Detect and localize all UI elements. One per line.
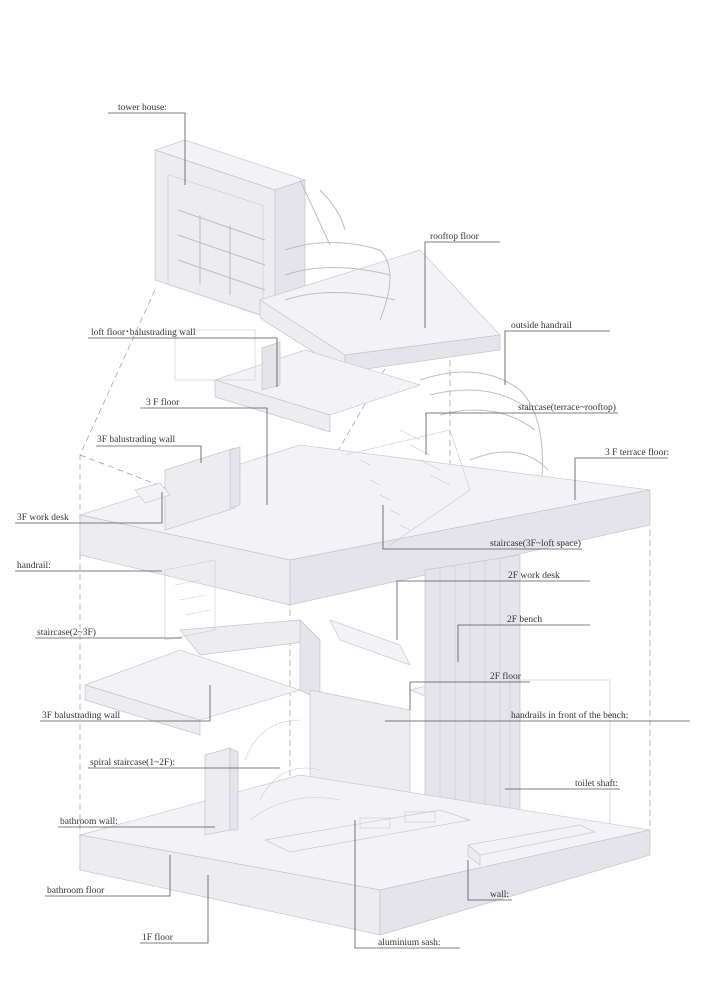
label-text: spiral staircase(1~2F): [90, 757, 175, 768]
label-text: 1F floor [142, 932, 174, 943]
rooftop-floor [259, 179, 501, 373]
label-outside-handrail: outside handrail [504, 321, 610, 385]
label-staircase-2-3f: staircase(2~3F) [35, 627, 182, 639]
label-text: 2F work desk [508, 571, 560, 581]
label-spiral-staircase: spiral staircase(1~2F): [88, 757, 280, 769]
label-text: staircase(terrace~rooftop) [518, 402, 616, 413]
label-text: aluminium sash: [378, 938, 441, 948]
label-text: handrail: [17, 561, 51, 571]
label-2f-floor: 2F floor [409, 671, 530, 710]
label-2f-work-desk: 2F work desk [396, 571, 590, 640]
label-text: bathroom wall: [60, 817, 118, 827]
label-toilet-shaft: toilet shaft: [505, 778, 620, 790]
label-wall: wall: [467, 860, 512, 901]
loft-floor [174, 329, 422, 433]
label-text: staircase(2~3F) [37, 627, 96, 638]
label-3f-floor: 3 F floor [140, 397, 268, 505]
label-3f-work-desk: 3F work desk [15, 492, 163, 524]
label-text: 2F floor [490, 671, 522, 682]
label-staircase-terrace-rooftop: staircase(terrace~rooftop) [425, 402, 618, 455]
label-bathroom-floor: bathroom floor [45, 855, 171, 897]
label-text: 2F bench [507, 615, 542, 625]
label-rooftop-floor: rooftop floor [424, 231, 500, 328]
outside-handrail-drawing [419, 371, 549, 501]
label-text: toilet shaft: [575, 778, 618, 789]
label-text: 3F balustrading wall [97, 435, 175, 445]
label-text: 3 F floor [146, 397, 180, 408]
label-text: bathroom floor [47, 885, 105, 896]
third-floor-slab [78, 429, 651, 606]
label-text: loft floor･balustrading wall [91, 327, 196, 338]
label-handrail: handrail: [15, 561, 162, 572]
label-staircase-3f-loft: staircase(3F~loft space) [382, 505, 582, 550]
label-bathroom-wall: bathroom wall: [58, 817, 215, 828]
label-tower-house: tower house: [108, 103, 186, 185]
label-aluminium-sash: aluminium sash: [354, 820, 460, 949]
label-3f-terrace-floor: 3 F terrace floor: [574, 447, 669, 500]
label-text: tower house: [118, 103, 167, 113]
label-text: staircase(3F~loft space) [490, 538, 581, 549]
label-2f-bench: 2F bench [457, 615, 590, 662]
label-text: wall: [490, 890, 509, 900]
label-3f-balustrading-wall-lower: 3F balustrading wall [40, 685, 211, 722]
label-1f-floor: 1F floor [140, 875, 209, 944]
label-text: 3F balustrading wall [42, 711, 120, 721]
label-text: rooftop floor [430, 231, 480, 242]
label-3f-balustrading-wall: 3F balustrading wall [96, 435, 202, 463]
label-loft-floor: loft floor･balustrading wall [88, 327, 278, 387]
label-text: 3F work desk [17, 513, 69, 523]
first-floor-slab [79, 719, 651, 936]
label-text: outside handrail [511, 321, 572, 331]
label-text: handrails in front of the bench: [511, 710, 628, 721]
label-handrails-bench: handrails in front of the bench: [385, 710, 690, 722]
label-text: 3 F terrace floor: [605, 447, 669, 458]
